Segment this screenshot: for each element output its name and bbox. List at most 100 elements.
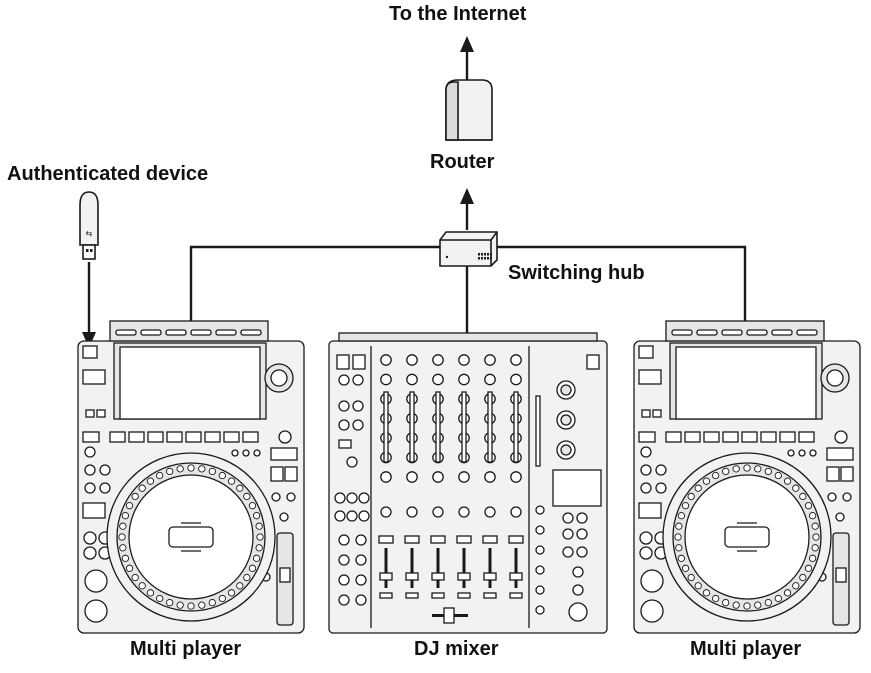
- mixer-knob: [338, 594, 350, 606]
- fader-track: [436, 548, 440, 588]
- master-knob-cap: [560, 414, 572, 426]
- top-button: [165, 329, 187, 336]
- channel-knob: [380, 373, 392, 386]
- mode-button: [82, 502, 106, 519]
- jog-led: [236, 582, 244, 590]
- hub-port: [481, 257, 483, 260]
- channel-knob: [406, 471, 418, 483]
- round-button: [84, 482, 96, 494]
- round-button: [639, 546, 653, 560]
- hot-cue-pad: [703, 431, 720, 443]
- jog-led: [156, 471, 164, 480]
- mixer-knob: [352, 400, 364, 412]
- assign-switch: [457, 592, 471, 599]
- jog-led: [783, 589, 792, 597]
- level-meter: [409, 391, 415, 463]
- jog-led: [687, 573, 695, 582]
- small-button: [826, 466, 840, 482]
- jog-led: [198, 601, 206, 609]
- channel-fader: [405, 572, 419, 581]
- mixer-knob: [352, 374, 364, 386]
- jog-led: [125, 502, 134, 510]
- jog-led: [804, 564, 813, 572]
- round-button: [83, 531, 97, 545]
- arrow-up-icon: [460, 188, 474, 204]
- fader-track: [410, 548, 414, 588]
- mixer-knob: [334, 510, 346, 522]
- jog-center-mark: [737, 522, 757, 552]
- hub-ports: [478, 253, 492, 260]
- jog-led: [187, 602, 195, 610]
- small-button: [641, 409, 651, 418]
- mixer-knob: [338, 554, 350, 566]
- cue-button: [84, 569, 108, 593]
- mixer-knob: [346, 510, 358, 522]
- router-icon: [445, 79, 493, 141]
- assign-switch: [483, 592, 497, 599]
- player-top-bar: [665, 320, 825, 342]
- usb-port: [82, 345, 98, 359]
- authenticated-device-label: Authenticated device: [7, 163, 209, 185]
- mixer-knob: [355, 574, 367, 586]
- jog-led: [243, 492, 251, 501]
- jog-led: [176, 601, 184, 609]
- channel-knob: [484, 354, 496, 366]
- small-button: [535, 585, 545, 595]
- tiny-button: [787, 449, 795, 457]
- hub-port: [487, 257, 489, 260]
- assign-switch: [509, 592, 523, 599]
- top-button: [746, 329, 768, 336]
- effect-button: [562, 528, 574, 540]
- screen: [119, 346, 261, 420]
- jog-led: [166, 598, 174, 607]
- channel-knob: [510, 506, 522, 518]
- jog-led: [131, 492, 139, 501]
- jog-led: [764, 598, 772, 607]
- mixer-knob: [355, 554, 367, 566]
- hot-cue-pad: [185, 431, 202, 443]
- jog-led: [208, 467, 216, 476]
- sd-slot: [82, 369, 106, 385]
- top-button: [771, 329, 793, 336]
- jog-led: [764, 467, 772, 476]
- jog-led: [811, 544, 819, 552]
- jog-led: [156, 594, 164, 603]
- master-meter: [535, 395, 541, 467]
- cue-button: [640, 569, 664, 593]
- hot-cue-pad: [204, 431, 221, 443]
- small-button: [338, 439, 352, 449]
- mode-button: [638, 502, 662, 519]
- svg-text:⇆: ⇆: [86, 229, 93, 238]
- channel-knob: [458, 471, 470, 483]
- usb-port: [336, 354, 350, 370]
- channel-knob: [484, 506, 496, 518]
- round-button: [640, 446, 652, 458]
- jog-led: [198, 465, 206, 473]
- jog-led: [119, 522, 127, 530]
- mixer-knob: [334, 492, 346, 504]
- mixer-knob: [338, 419, 350, 431]
- small-button: [638, 431, 656, 443]
- channel-knob: [432, 471, 444, 483]
- jog-led: [255, 544, 263, 552]
- round-button: [655, 482, 667, 494]
- channel-fader: [431, 572, 445, 581]
- multi-player-right: [633, 320, 861, 634]
- arrow-heads: [82, 36, 474, 348]
- effect-button: [576, 546, 588, 558]
- jog-led: [732, 465, 740, 473]
- small-button: [535, 565, 545, 575]
- jog-led: [118, 533, 126, 541]
- jog-led: [677, 554, 686, 562]
- jog-led: [125, 564, 134, 572]
- jog-led: [227, 477, 236, 485]
- effect-knob: [572, 584, 584, 596]
- channel-knob: [380, 506, 392, 518]
- usb-port: [638, 345, 654, 359]
- jog-led: [743, 464, 751, 472]
- jog-led: [808, 554, 817, 562]
- jog-led: [774, 594, 782, 603]
- multi-player-right-label: Multi player: [690, 638, 802, 660]
